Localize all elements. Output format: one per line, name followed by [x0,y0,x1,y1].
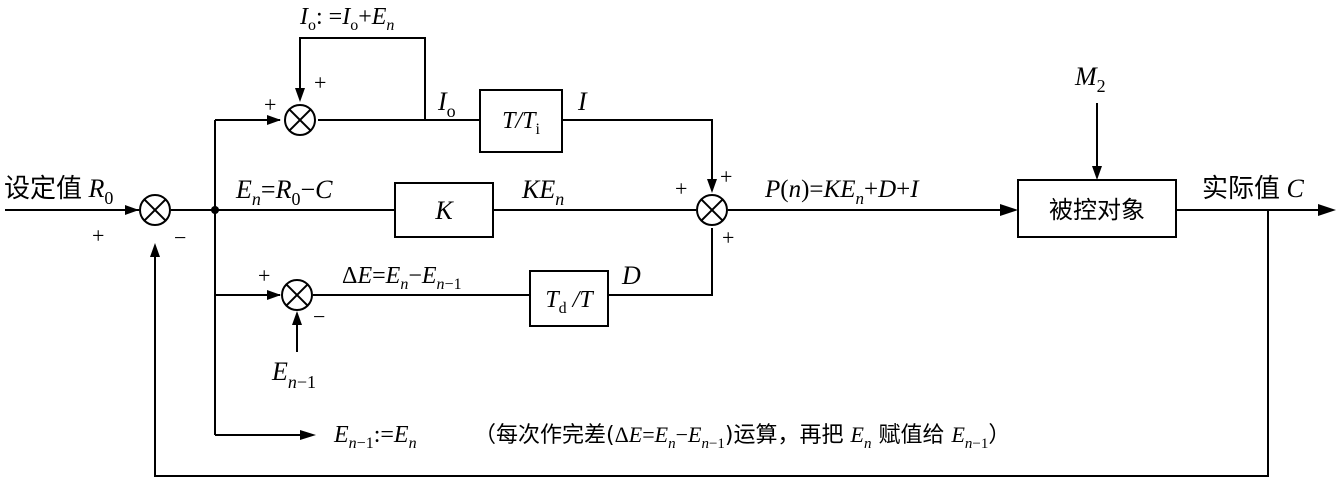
arrow-integral-into-out-sum [707,179,717,193]
memory-assign-label: En−1:=En [333,422,417,452]
signal-labels: 设定值 R0 Io: =Io+En Io I En=R0−C KEn P(n)=… [4,4,1305,452]
sum-junction-output [696,194,728,226]
setpoint-label: 设定值 R0 [4,174,113,208]
sign-marks: + − + + + − + + + [92,70,734,329]
arrow-integral-feedback [295,88,305,102]
error-equation-label: En=R0−C [235,175,333,209]
block-integral-label: T/Ti [502,108,540,138]
arrow-into-plant [1000,204,1018,216]
sign-output-plus-top: + [720,164,732,189]
block-proportional: K [394,182,494,238]
block-derivative-label: Td /T [545,287,594,317]
sum-junction-main [139,194,171,226]
block-integral: T/Ti [479,89,563,153]
block-derivative: Td /T [529,270,609,327]
arrow-prev-error-up [292,311,302,325]
sum-junction-derivative [281,279,313,311]
sign-integral-plus-top: + [314,70,326,95]
prev-error-label: En−1 [271,357,316,392]
arrow-output [1318,204,1336,216]
arrow-feedback-up [150,243,160,257]
arrowheads [125,88,1336,440]
arrow-disturbance-down [1092,166,1102,180]
wire-feedback [154,210,1269,477]
arrow-memory-assign [300,430,316,440]
control-equation-label: P(n)=KEn+D+I [764,176,920,208]
arrow-into-integral-sum [267,115,281,125]
arrow-into-derivative-sum [267,290,281,300]
wire-integral-out [562,119,713,187]
block-plant-label: 被控对象 [1049,196,1145,224]
derivative-output-label: D [621,261,641,290]
wire-integral-feedback-loop [299,37,426,120]
sum-junction-integral [284,104,316,136]
sign-derivative-minus: − [313,304,325,329]
arrow-into-main-sum [125,205,139,215]
block-proportional-label: K [434,196,454,225]
delta-equation-label: ΔE=En−En−1 [342,263,462,293]
sign-output-plus-left: + [675,176,687,201]
disturbance-label: M2 [1074,62,1106,96]
actual-value-label: 实际值 C [1202,174,1305,204]
integral-input-label: Io [437,87,456,121]
branch-point [211,206,219,214]
prop-output-label: KEn [521,175,564,209]
sign-integral-plus-left: + [264,92,276,117]
signal-lines [5,37,1326,477]
wire-derivative-out [608,228,713,296]
sign-main-minus: − [174,225,186,250]
memory-note-label: （每次作完差(ΔE=En−En−1)运算，再把 En 赋值给 En−1） [474,422,1010,452]
integral-update-label: Io: =Io+En [299,4,394,34]
sign-output-plus-bottom: + [722,225,734,250]
sign-derivative-plus: + [258,263,270,288]
sign-main-plus: + [92,223,104,248]
integral-output-label: I [577,87,588,116]
block-plant: 被控对象 [1017,179,1177,238]
